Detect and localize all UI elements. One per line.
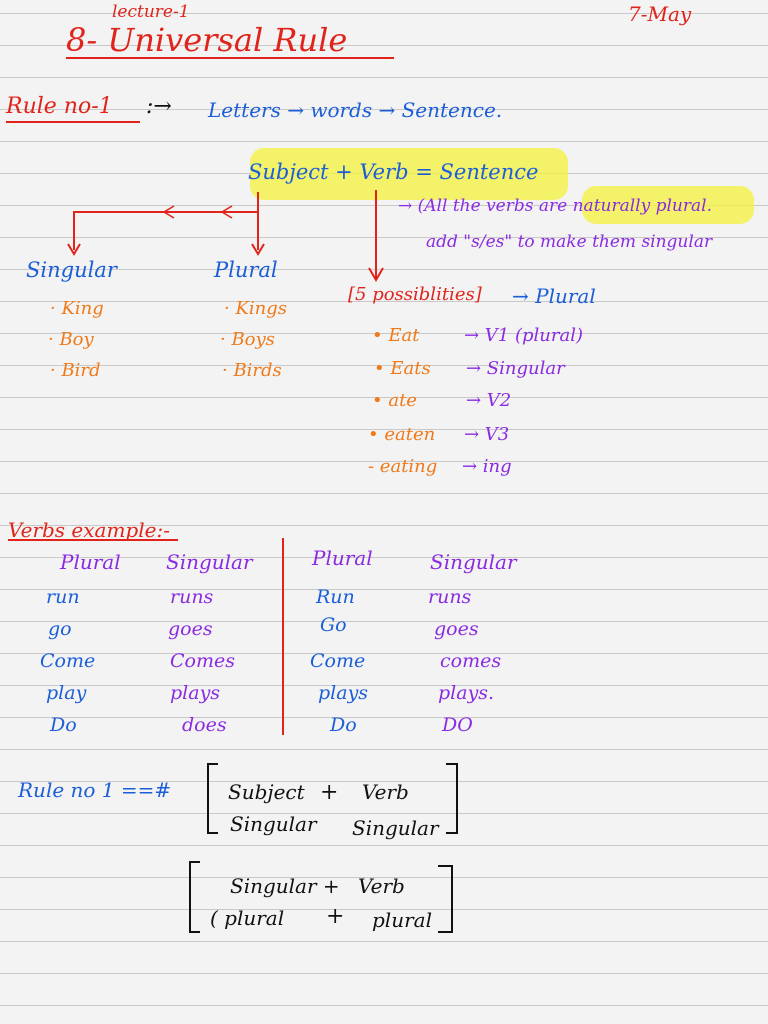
possibility-arrow: → ing	[462, 456, 512, 477]
formula-note-2: add "s/es" to make them singular	[426, 232, 713, 252]
right-plural-cell: Run	[316, 586, 355, 608]
formula-note-1: → (All the verbs are naturally plural.	[398, 196, 712, 216]
singular-item: · Bird	[50, 360, 101, 381]
left-plural-cell: run	[46, 586, 80, 608]
possibility-form: • eaten	[368, 424, 436, 445]
rule-label: Rule no-1	[6, 94, 113, 119]
right-plural-cell: Do	[330, 714, 357, 736]
left-header-plural: Plural	[60, 550, 121, 574]
box2-plus: +	[326, 904, 345, 929]
plural-item: · Birds	[222, 360, 282, 381]
right-singular-cell: runs	[428, 586, 472, 608]
possibility-form: - eating	[368, 456, 438, 477]
rule-box-label: Rule no 1 ==#	[18, 778, 172, 802]
highlight-note	[582, 186, 754, 224]
box2-plural-right: plural	[372, 908, 432, 932]
plural-item: · Kings	[224, 298, 287, 319]
box1-subject: Subject	[228, 780, 305, 804]
box2-plural-left: ( plural	[210, 906, 285, 930]
box2-singular: Singular +	[230, 874, 340, 898]
possibility-form: • Eat	[372, 325, 420, 346]
left-singular-cell: runs	[170, 586, 214, 608]
possibilities-heading: [5 possiblities]	[348, 284, 482, 305]
right-plural-cell: Go	[320, 614, 347, 636]
left-singular-cell: plays	[170, 682, 221, 704]
singular-item: · Boy	[48, 329, 94, 350]
possibility-arrow: → Singular	[466, 358, 565, 379]
left-plural-cell: go	[48, 618, 72, 640]
box1-singular-left: Singular	[230, 812, 317, 836]
left-plural-cell: play	[46, 682, 87, 704]
possibility-arrow: → V3	[464, 424, 510, 445]
box1-plus: +	[320, 780, 339, 805]
left-header-singular: Singular	[166, 550, 253, 574]
page-title: 8- Universal Rule	[66, 21, 348, 59]
possibility-form: • ate	[372, 390, 417, 411]
left-plural-cell: Do	[50, 714, 77, 736]
right-singular-cell: goes	[434, 618, 479, 640]
right-singular-cell: plays.	[438, 682, 495, 704]
right-header-singular: Singular	[430, 550, 517, 574]
right-plural-cell: plays	[318, 682, 369, 704]
right-singular-cell: DO	[442, 714, 473, 736]
right-header-plural: Plural	[312, 546, 373, 570]
right-singular-cell: comes	[440, 650, 502, 672]
singular-heading: Singular	[26, 258, 117, 282]
box2-verb: Verb	[358, 874, 405, 898]
rule-separator: :→	[146, 94, 172, 119]
left-plural-cell: Come	[40, 650, 96, 672]
possibilities-result: → Plural	[512, 284, 596, 308]
date-label: 7-May	[628, 2, 692, 26]
formula-text: Subject + Verb = Sentence	[248, 160, 539, 184]
box1-verb: Verb	[362, 780, 409, 804]
possibility-form: • Eats	[374, 358, 431, 379]
left-singular-cell: goes	[168, 618, 213, 640]
rule-flow: Letters → words → Sentence.	[208, 98, 503, 122]
box1-singular-right: Singular	[352, 816, 439, 840]
singular-item: · King	[50, 298, 104, 319]
possibility-arrow: → V2	[466, 390, 512, 411]
left-singular-cell: Comes	[170, 650, 235, 672]
possibility-arrow: → V1 (plural)	[464, 325, 583, 346]
plural-item: · Boys	[220, 329, 275, 350]
right-plural-cell: Come	[310, 650, 366, 672]
left-singular-cell: does	[182, 714, 227, 736]
verbs-example-title: Verbs example:-	[8, 518, 170, 542]
lecture-label: lecture-1	[112, 2, 190, 22]
highlight-formula	[250, 148, 568, 200]
plural-heading: Plural	[214, 258, 278, 282]
